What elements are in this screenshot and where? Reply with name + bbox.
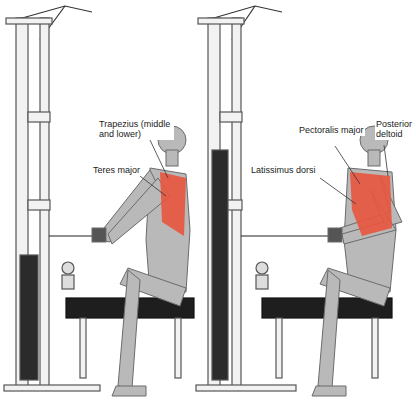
muscle-label: Teres major (92, 166, 141, 176)
muscle-highlight (350, 172, 392, 236)
leader-line (140, 140, 388, 204)
muscle-label: Pectoralis major (298, 126, 365, 136)
muscle-highlight (160, 172, 186, 236)
cable-machine (196, 6, 392, 391)
athlete-figure (312, 126, 402, 396)
muscle-label: Latissimus dorsi (250, 166, 317, 176)
athlete-figure (92, 126, 190, 396)
cable-machine (4, 6, 194, 391)
muscle-label: Trapezius (middle and lower) (98, 120, 174, 140)
muscle-label: Posterior deltoid (375, 120, 413, 140)
